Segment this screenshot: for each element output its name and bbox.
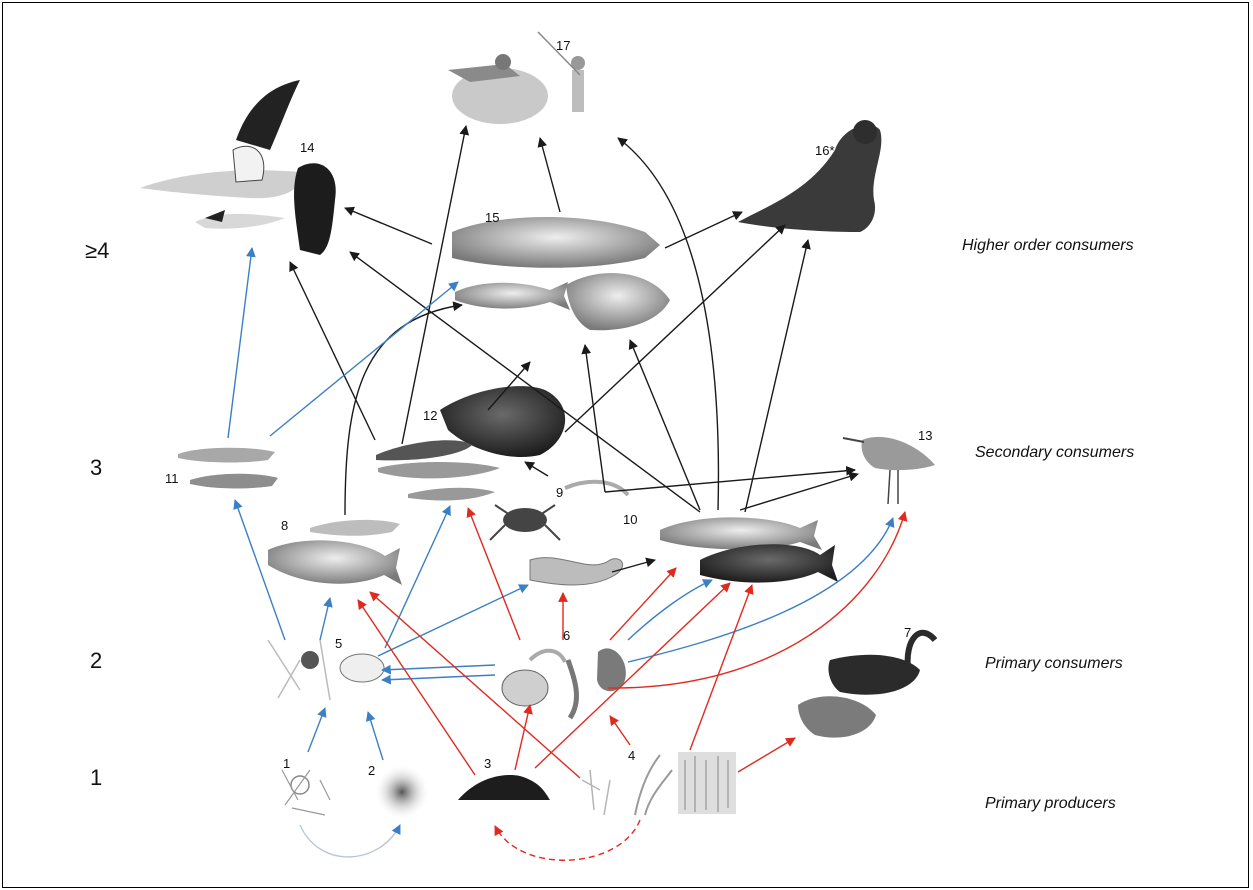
secondary-fish-illustration <box>376 386 566 501</box>
carp-mullet-illustration <box>660 517 838 583</box>
arrow-4-to-8 <box>369 591 581 779</box>
invertebrates-illustration <box>489 479 630 586</box>
arrow-3-to-10 <box>534 582 731 769</box>
arrow-12-to-14 <box>289 261 376 441</box>
small-fish-illustration <box>178 447 278 489</box>
arrow-11-to-14 <box>227 247 256 439</box>
node-number-2: 2 <box>368 763 375 778</box>
label-primary-consumers: Primary consumers <box>985 655 1123 672</box>
phytoplankton-illustration <box>281 769 331 816</box>
node-number-3: 3 <box>484 756 491 771</box>
node-number-5: 5 <box>335 636 342 651</box>
arrow-11-to-15 <box>269 281 459 437</box>
arrow-5-to-11 <box>233 499 286 641</box>
arrow-9-to-10 <box>611 557 656 573</box>
arrow-4-to-6 <box>609 715 631 746</box>
fishermen-illustration <box>448 31 585 124</box>
microalgae-illustration <box>374 764 430 820</box>
node-number-9: 9 <box>556 485 563 500</box>
black-arrows <box>289 125 859 573</box>
node-number-12: 12 <box>423 408 437 423</box>
benthic-invertebrates-illustration <box>501 648 626 720</box>
level-label-2: 2 <box>90 648 102 673</box>
mullet-illustration <box>268 519 402 585</box>
label-primary-producers: Primary producers <box>985 795 1116 812</box>
node-number-16: 16* <box>815 143 835 158</box>
arrow-6-to-12 <box>466 507 521 641</box>
node-number-11: 11 <box>165 471 179 486</box>
arrow-10-to-16 <box>744 239 811 513</box>
arrow-8-to-15 <box>344 301 463 516</box>
level-label-4: ≥4 <box>85 238 109 263</box>
arrow-6-to-10r <box>609 567 677 641</box>
seabirds-illustration <box>140 80 336 255</box>
arrow-12-to-16 <box>564 224 786 433</box>
arrow-1-to-5 <box>307 707 327 753</box>
arrow-3-to-6 <box>514 704 533 771</box>
arrow-9-to-12 <box>524 461 549 477</box>
arrow-9-to-15 <box>581 344 606 493</box>
arrow-10-to-13 <box>739 471 859 511</box>
arrow-2-to-5 <box>365 711 384 761</box>
arrow-6-to-5b <box>381 674 496 685</box>
arrow-10-to-15b <box>628 339 701 511</box>
waterfowl-illustration <box>798 630 938 738</box>
predatory-fish-illustration <box>452 217 670 331</box>
macrophytes-illustration <box>581 752 736 816</box>
label-higher-order-consumers: Higher order consumers <box>962 237 1134 254</box>
detritus-illustration <box>458 775 550 800</box>
blue-arrows <box>227 247 895 858</box>
node-number-13: 13 <box>918 428 932 443</box>
node-number-6: 6 <box>563 628 570 643</box>
node-number-7: 7 <box>904 625 911 640</box>
node-number-4: 4 <box>628 748 635 763</box>
zooplankton-illustration <box>267 639 385 701</box>
arrow-5-to-8 <box>319 597 333 641</box>
arrow-15-to-14 <box>344 206 433 245</box>
level-label-3: 3 <box>90 455 102 480</box>
node-number-10: 10 <box>623 512 637 527</box>
arrow-12-to-15 <box>487 361 531 411</box>
node-number-15: 15 <box>485 210 499 225</box>
arrow-6-to-13 <box>627 517 895 663</box>
node-number-14: 14 <box>300 140 314 155</box>
arrow-10-to-17 <box>617 137 720 511</box>
arrow-9-to-13 <box>604 465 856 493</box>
arrow-6-to-10 <box>627 579 713 641</box>
arrow-5-to-9 <box>377 584 529 657</box>
arrow-15-to-16 <box>664 211 743 249</box>
arrow-4-to-7 <box>737 737 796 773</box>
arrow-10-to-14 <box>349 251 701 513</box>
arrow-15-to-17 <box>537 137 561 213</box>
node-number-1: 1 <box>283 756 290 771</box>
shorebird-illustration <box>842 436 935 505</box>
arrow-6-to-5a <box>381 664 496 675</box>
arrow-4-to-10 <box>689 584 754 751</box>
sea-lion-illustration <box>738 120 882 232</box>
arrow-3-to-8 <box>357 599 476 776</box>
node-number-8: 8 <box>281 518 288 533</box>
red-arrows <box>357 507 908 861</box>
label-secondary-consumers: Secondary consumers <box>975 444 1134 461</box>
arrow-1-to-2-loop <box>299 824 401 858</box>
arrow-6-to-13r <box>607 511 908 689</box>
node-number-17: 17 <box>556 38 570 53</box>
arrow-12-to-17 <box>401 125 470 445</box>
arrow-5-to-12 <box>384 505 451 649</box>
arrow-4-to-3-dashed <box>494 819 641 861</box>
level-label-1: 1 <box>90 765 102 790</box>
